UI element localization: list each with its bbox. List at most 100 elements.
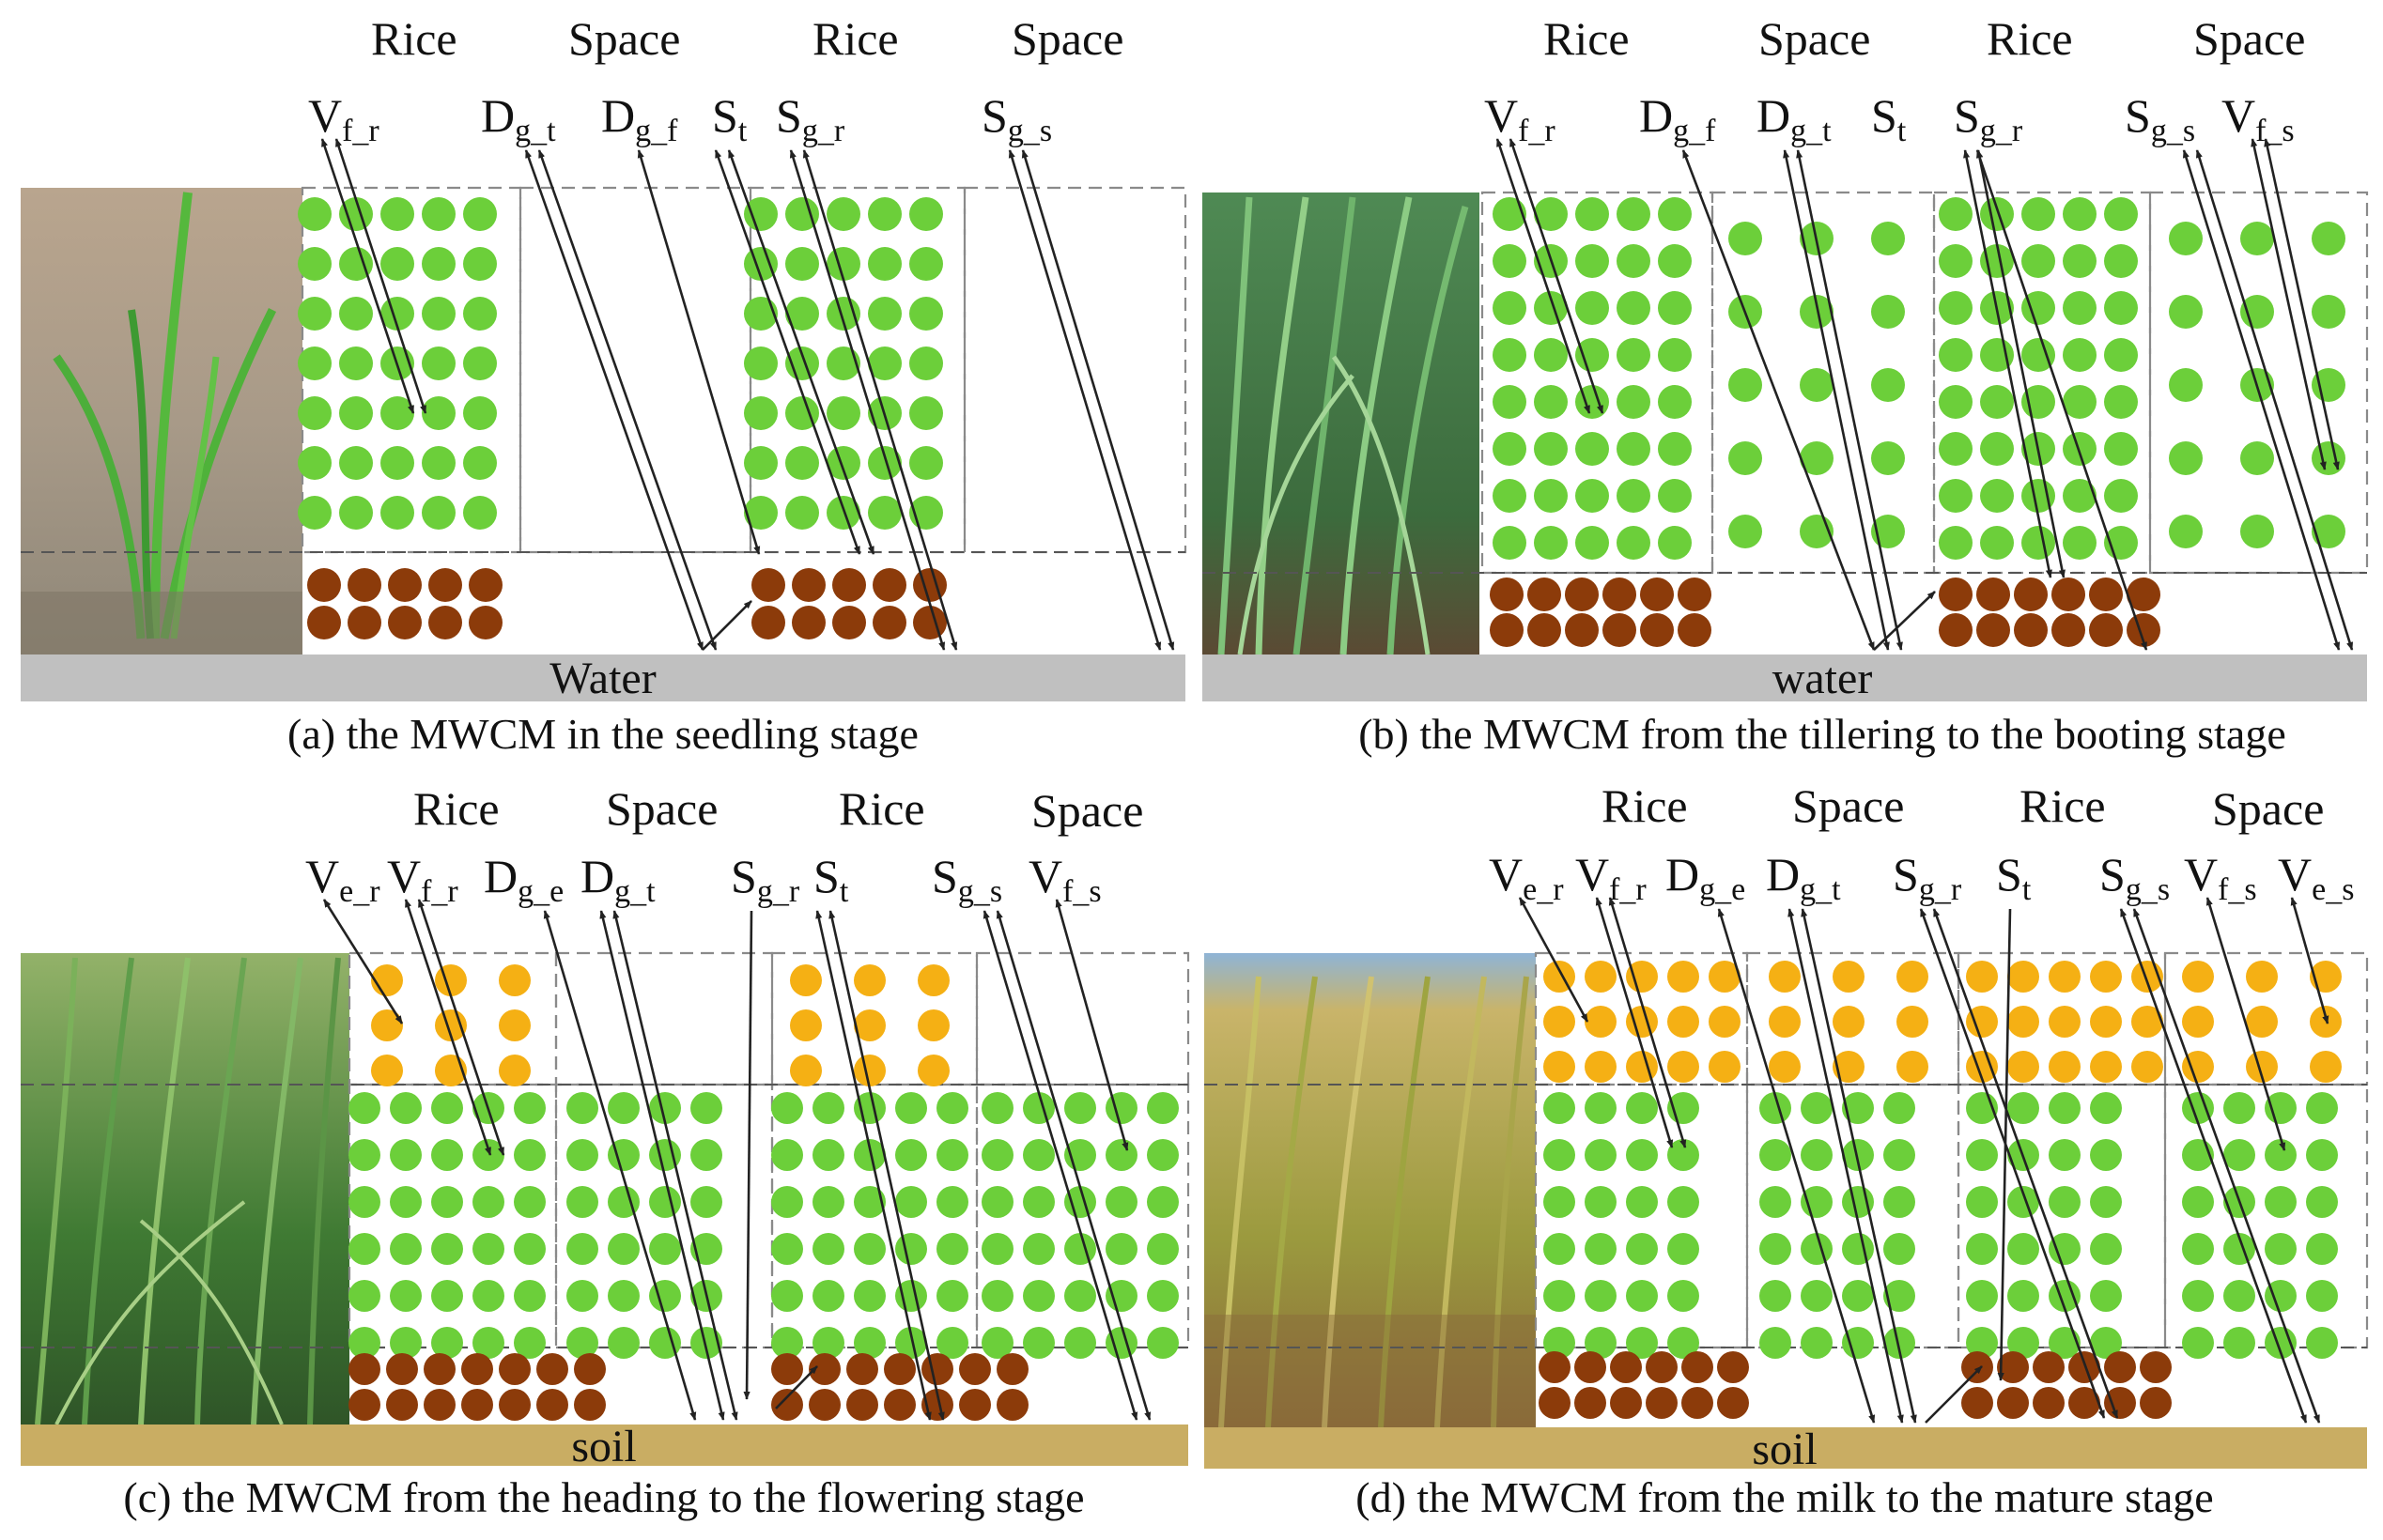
leaf-dot <box>2265 1186 2297 1218</box>
leaf-dot <box>2182 1327 2214 1359</box>
leaf-dot <box>1023 1233 1055 1265</box>
leaf-dot <box>2090 1280 2122 1312</box>
stem-dot <box>1602 578 1636 611</box>
variable-label: St <box>813 850 849 909</box>
header-space: Space <box>1031 784 1143 837</box>
stem-dot-grid <box>1490 578 1711 647</box>
stem-dot <box>2104 1351 2136 1383</box>
leaf-dot <box>1658 385 1692 419</box>
leaf-dot <box>1871 368 1905 402</box>
leaf-dot <box>909 446 943 480</box>
stem-dot <box>751 568 785 602</box>
stem-dot <box>348 606 381 639</box>
leaf-dot <box>431 1327 463 1359</box>
ear-dot <box>1896 1051 1928 1083</box>
leaf-dot <box>909 396 943 430</box>
ear-dot <box>1667 961 1699 993</box>
leaf-dot <box>1493 291 1526 325</box>
leaf-dot-grid <box>1543 1092 1699 1359</box>
variable-label: St <box>712 89 748 148</box>
leaf-dot <box>649 1186 681 1218</box>
leaf-dot <box>1585 1327 1617 1359</box>
ear-dot <box>1585 961 1617 993</box>
leaf-dot <box>1980 526 2014 560</box>
leaf-dot <box>2223 1280 2255 1312</box>
stem-dot <box>1610 1387 1642 1419</box>
stem-dot-grid <box>307 568 503 639</box>
leaf-dot <box>1658 479 1692 513</box>
leaf-dot <box>298 496 332 530</box>
stem-dot <box>1527 613 1561 647</box>
leaf-dot <box>1064 1139 1096 1171</box>
stem-dot <box>428 568 462 602</box>
leaf-dot-grid <box>2182 1092 2338 1359</box>
ear-layer-box <box>975 951 1190 1086</box>
stem-dot <box>1527 578 1561 611</box>
leaf-dot <box>982 1092 1014 1124</box>
stem-dot <box>2033 1351 2065 1383</box>
leaf-dot <box>2169 368 2203 402</box>
leaf-dot <box>771 1139 803 1171</box>
leaf-dot <box>690 1139 722 1171</box>
leaf-dot <box>1883 1092 1915 1124</box>
leaf-dot <box>1939 244 1973 278</box>
panel-b: Rice Space Rice Space Vf_r Dg_f Dg_t St … <box>1202 12 2369 758</box>
leaf-dot <box>1493 479 1526 513</box>
stem-dot <box>1961 1387 1993 1419</box>
leaf-dot <box>1064 1092 1096 1124</box>
leaf-dot <box>1534 479 1568 513</box>
leaf-dot <box>298 247 332 281</box>
ear-dot <box>1543 1051 1575 1083</box>
leaf-dot <box>422 396 456 430</box>
leaf-dot <box>2063 338 2097 372</box>
leaf-dot <box>1543 1327 1575 1359</box>
stem-dot <box>846 1389 878 1421</box>
ear-dot <box>1667 1006 1699 1038</box>
stem-dot <box>1681 1387 1713 1419</box>
leaf-dot <box>2104 432 2138 466</box>
stem-dot <box>574 1389 606 1421</box>
leaf-dot <box>2104 385 2138 419</box>
stem-dot <box>792 606 826 639</box>
leaf-dot <box>2007 1233 2039 1265</box>
leaf-dot <box>2063 244 2097 278</box>
leaf-dot <box>380 446 414 480</box>
leaf-dot <box>2021 526 2055 560</box>
leaf-dot <box>909 247 943 281</box>
ear-dot-grid <box>1769 961 1928 1083</box>
ear-dot <box>1543 1006 1575 1038</box>
leaf-dot <box>1575 338 1609 372</box>
leaf-dot <box>1626 1233 1658 1265</box>
leaf-dot <box>868 247 902 281</box>
ear-dot <box>1667 1051 1699 1083</box>
leaf-dot <box>1966 1186 1998 1218</box>
leaf-dot <box>390 1139 422 1171</box>
header-space: Space <box>1758 12 1870 65</box>
ear-dot <box>2090 1051 2122 1083</box>
leaf-dot <box>1106 1186 1137 1218</box>
leaf-dot <box>1728 222 1762 255</box>
variable-label: Ve_r <box>1489 848 1564 907</box>
leaf-dot <box>1939 197 1973 231</box>
leaf-dot <box>1966 1233 1998 1265</box>
stem-dot-grid <box>1961 1351 2172 1419</box>
leaf-dot <box>339 446 373 480</box>
leaf-dot <box>1106 1139 1137 1171</box>
leaf-dot <box>1575 432 1609 466</box>
leaf-dot <box>431 1186 463 1218</box>
leaf-dot <box>2265 1233 2297 1265</box>
leaf-dot-grid <box>1966 1092 2122 1359</box>
header-space: Space <box>2212 782 2324 835</box>
leaf-dot-grid <box>1939 197 2138 560</box>
leaf-dot <box>895 1233 927 1265</box>
stem-dot <box>461 1389 493 1421</box>
ear-dot-grid <box>1966 961 2163 1083</box>
leaf-dot <box>771 1233 803 1265</box>
leaf-dot <box>463 396 497 430</box>
variable-label: Dg_f <box>1639 89 1716 148</box>
leaf-dot <box>1023 1139 1055 1171</box>
variable-label: Dg_e <box>484 850 564 909</box>
leaf-dot <box>1147 1186 1179 1218</box>
leaf-dot <box>744 446 778 480</box>
leaf-dot <box>2063 526 2097 560</box>
